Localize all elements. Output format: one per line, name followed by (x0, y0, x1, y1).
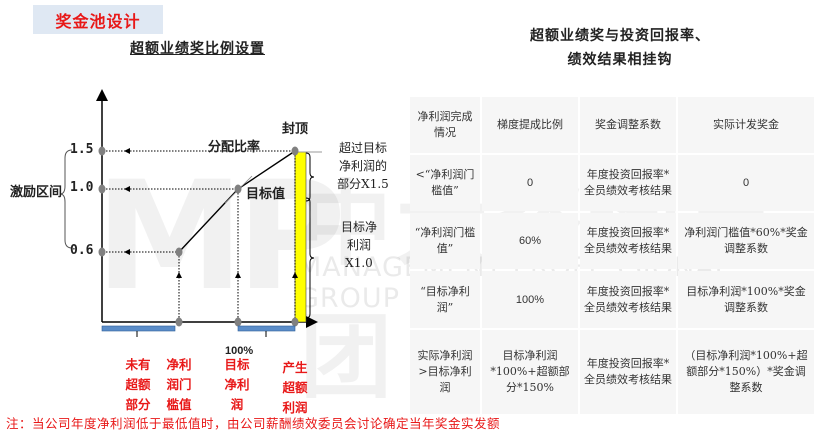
table-cell: 年度投资回报率*全员绩效考核结果 (580, 213, 676, 269)
x-category-no-excess: 未有 超额 部分 (125, 357, 151, 412)
y-tick-0-6: 0.6 (70, 243, 94, 258)
table-header-row: 净利润完成情况 梯度提成比例 奖金调整系数 实际计发奖金 (410, 97, 814, 153)
table-cell: 0 (482, 155, 578, 211)
table-title-line2: 绩效结果相挂钩 (567, 52, 673, 68)
distribution-ratio-label: 分配比率 (208, 140, 261, 155)
target-profit-note: 目标净 利润 X1.0 (340, 220, 377, 270)
table-cell: 年度投资回报率*全员绩效考核结果 (580, 330, 676, 414)
table-header-cell: 梯度提成比例 (482, 97, 578, 153)
table-row: 实际净利润>目标净利润 目标净利润*100%+超额部分*150% 年度投资回报率… (410, 330, 814, 414)
cap-label: 封顶 (282, 122, 309, 137)
table-cell: 年度投资回报率*全员绩效考核结果 (580, 155, 676, 211)
bonus-table: 净利润完成情况 梯度提成比例 奖金调整系数 实际计发奖金 <“净利润门槛值” 0… (408, 95, 816, 416)
chart-title: 超额业绩奖比例设置 (130, 41, 265, 57)
section-tag: 奖金池设计 (33, 5, 163, 34)
y-tick-1-5: 1.5 (70, 142, 94, 157)
table-cell: 60% (482, 213, 578, 269)
footnote: 注：当公司年度净利润低于最低值时，由公司薪酬绩效委员会讨论确定当年奖金实发额 (6, 416, 501, 431)
table-cell: 实际净利润>目标净利润 (410, 330, 480, 414)
table-header-cell: 实际计发奖金 (678, 97, 814, 153)
table-cell: 0 (678, 155, 814, 211)
table-row: “净利润门槛值” 60% 年度投资回报率*全员绩效考核结果 净利润门槛值*60%… (410, 213, 814, 269)
table-title-line1: 超额业绩奖与投资回报率、 (530, 28, 710, 44)
table-cell: 目标净利润*100%+超额部分*150% (482, 330, 578, 414)
table-cell: （目标净利润*100%+超额部分*150%）*奖金调整系数 (678, 330, 814, 414)
table-cell: “目标净利润” (410, 271, 480, 328)
table-cell: 目标净利润*100%*奖金调整系数 (678, 271, 814, 328)
table-header-cell: 奖金调整系数 (580, 97, 676, 153)
table-header-cell: 净利润完成情况 (410, 97, 480, 153)
excess-profit-note: 超过目标 净利润的 部分X1.5 (337, 141, 389, 191)
table-cell: 年度投资回报率*全员绩效考核结果 (580, 271, 676, 328)
table-cell: 100% (482, 271, 578, 328)
table-cell: 净利润门槛值*60%*奖金调整系数 (678, 213, 814, 269)
table-row: <“净利润门槛值” 0 年度投资回报率*全员绩效考核结果 0 (410, 155, 814, 211)
table-cell: <“净利润门槛值” (410, 155, 480, 211)
x-category-excess: 产生 超额 利润 (282, 360, 308, 415)
x-category-target: 目标 净利 润 (224, 357, 250, 412)
bonus-ratio-chart (59, 89, 322, 337)
table-title: 超额业绩奖与投资回报率、 绩效结果相挂钩 (470, 24, 770, 72)
target-value-label: 目标值 (246, 187, 286, 202)
x-category-threshold: 净利 润门 槛值 (166, 357, 192, 412)
y-tick-1-0: 1.0 (70, 180, 94, 195)
table-cell: “净利润门槛值” (410, 213, 480, 269)
x-100-percent-label: 100% (225, 345, 254, 357)
y-axis-label: 激励区间 (10, 185, 63, 200)
table-row: “目标净利润” 100% 年度投资回报率*全员绩效考核结果 目标净利润*100%… (410, 271, 814, 328)
